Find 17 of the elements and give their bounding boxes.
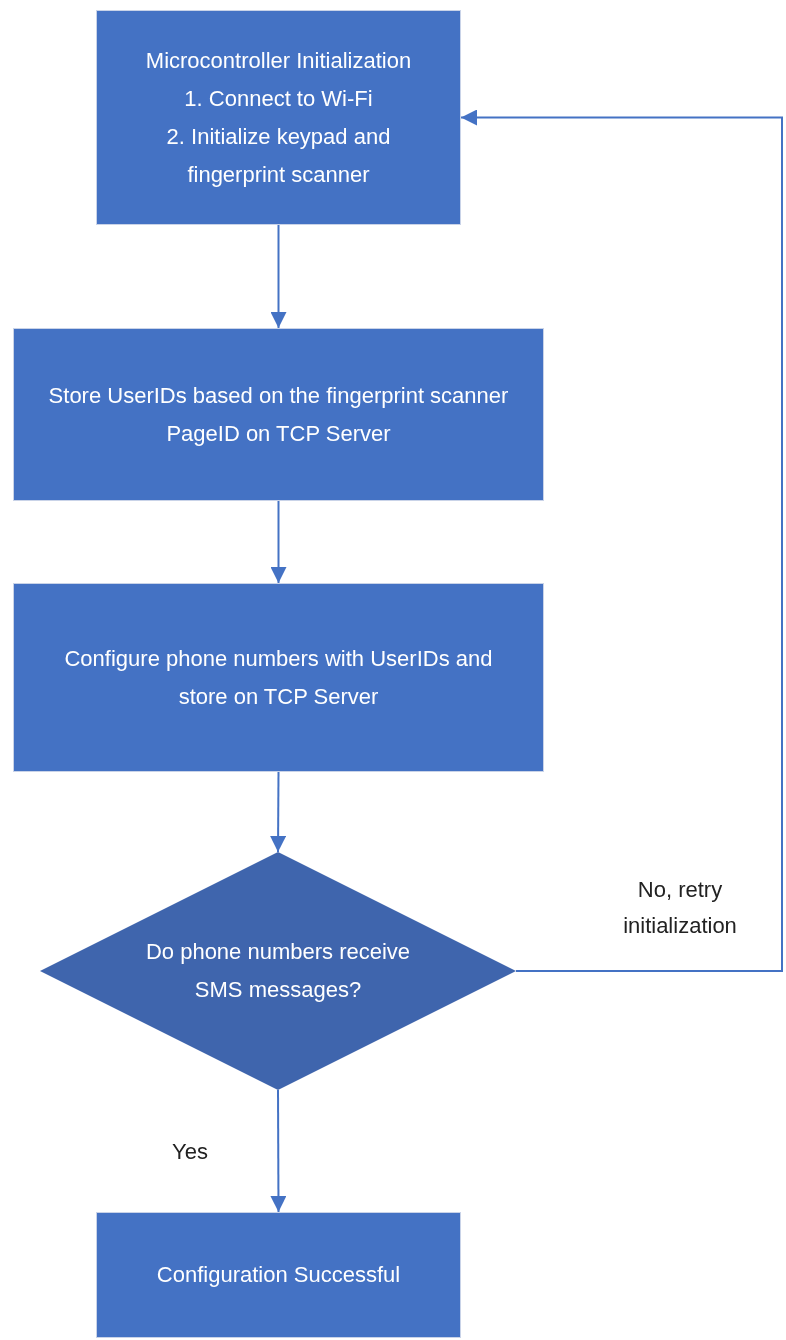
box-text: Do phone numbers receive SMS messages? [144, 938, 412, 1004]
process-box [13, 328, 544, 501]
process-box [96, 1212, 461, 1338]
process-box [13, 583, 544, 772]
box-text: Microcontroller Initialization [145, 46, 412, 75]
decision-diamond [40, 852, 516, 1090]
arrow [270, 1089, 287, 1213]
box-text: 1. Connect to Wi-Fi [184, 84, 373, 113]
arrow [270, 500, 287, 584]
arrow [270, 771, 287, 853]
box-text: Store UserIDs based on the fingerprint scanner PageID on TCP Server [47, 381, 510, 448]
box-text: Configuration Successful [156, 1261, 401, 1289]
process-box [96, 10, 461, 225]
arrow [460, 109, 783, 972]
box-text: 2. Initialize keypad and fingerprint scanner [165, 122, 392, 189]
box-text: Configure phone numbers with UserIDs and store on TCP Server [63, 644, 494, 711]
arrow [270, 224, 287, 329]
